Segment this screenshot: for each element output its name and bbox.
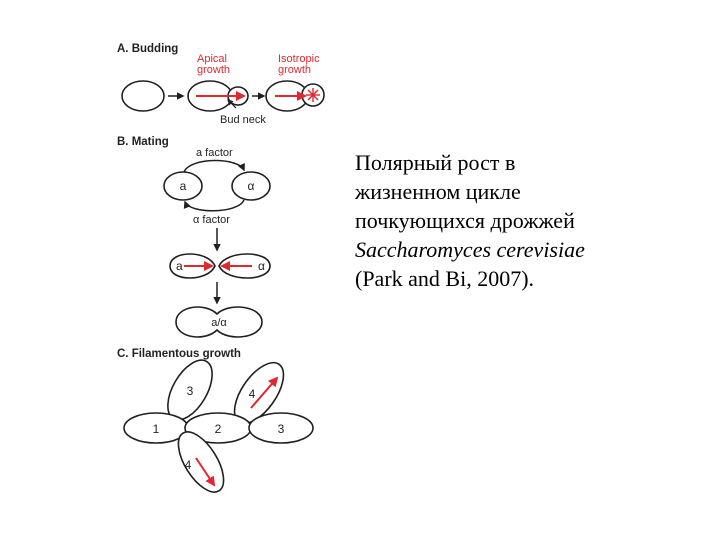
panel-c-heading: C. Filamentous growth: [117, 348, 241, 360]
cell-3-right-label: 3: [278, 422, 285, 436]
caption-line-2: жизненном цикле: [355, 179, 521, 204]
panel-b-mating: B. Mating a factor a α α factor a α a/α: [117, 136, 271, 338]
caption-line-1: Полярный рост в: [355, 150, 516, 175]
isotropic-burst-icon: [306, 88, 320, 102]
cell-2-label: 2: [215, 422, 222, 436]
apical-growth-label: Apical growth: [197, 53, 230, 76]
cell-1-label: 1: [153, 422, 160, 436]
caption-line-3: почкующихся дрожжей: [355, 208, 575, 233]
shmoo-a-label: a: [176, 259, 183, 273]
cell-a: [163, 171, 203, 201]
a-factor-arrow: [183, 159, 245, 173]
bud-neck-pointer: [227, 99, 237, 109]
polar-growth-arrow-upper: [250, 376, 279, 409]
shmoo-alpha-label: α: [258, 259, 265, 273]
isotropic-growth-label: Isotropic growth: [278, 53, 323, 76]
caption-text: Полярный рост в жизненном цикле почкующи…: [355, 148, 705, 293]
zygote-label: a/α: [211, 317, 227, 329]
cell-4-lower-label: 4: [185, 458, 192, 472]
polar-growth-arrow-lower: [195, 457, 216, 487]
mother-cell: [121, 80, 165, 112]
caption-citation: (Park and Bi, 2007).: [355, 266, 535, 291]
zygote: [175, 306, 263, 338]
cell-3-upper-label: 3: [187, 384, 194, 398]
panel-c-filamentous: C. Filamentous growth 3 4 1 2 3 4: [117, 348, 314, 493]
panel-a-heading: A. Budding: [117, 43, 178, 55]
bud-neck-label: Bud neck: [220, 114, 266, 126]
alpha-factor-arrow: [183, 199, 245, 212]
cell-alpha-label: α: [248, 179, 255, 193]
cell-a-label: a: [180, 179, 187, 193]
cell-alpha: [231, 171, 271, 201]
panel-b-heading: B. Mating: [117, 136, 169, 148]
cell-3-right: [248, 412, 314, 444]
panel-a-budding: A. Budding Apical growth Isotropic growt…: [117, 43, 325, 126]
cell-4-upper-label: 4: [249, 387, 256, 401]
caption-species: Saccharomyces cerevisiae: [355, 237, 585, 262]
alpha-factor-label: α factor: [193, 214, 230, 226]
a-factor-label: a factor: [196, 147, 233, 159]
